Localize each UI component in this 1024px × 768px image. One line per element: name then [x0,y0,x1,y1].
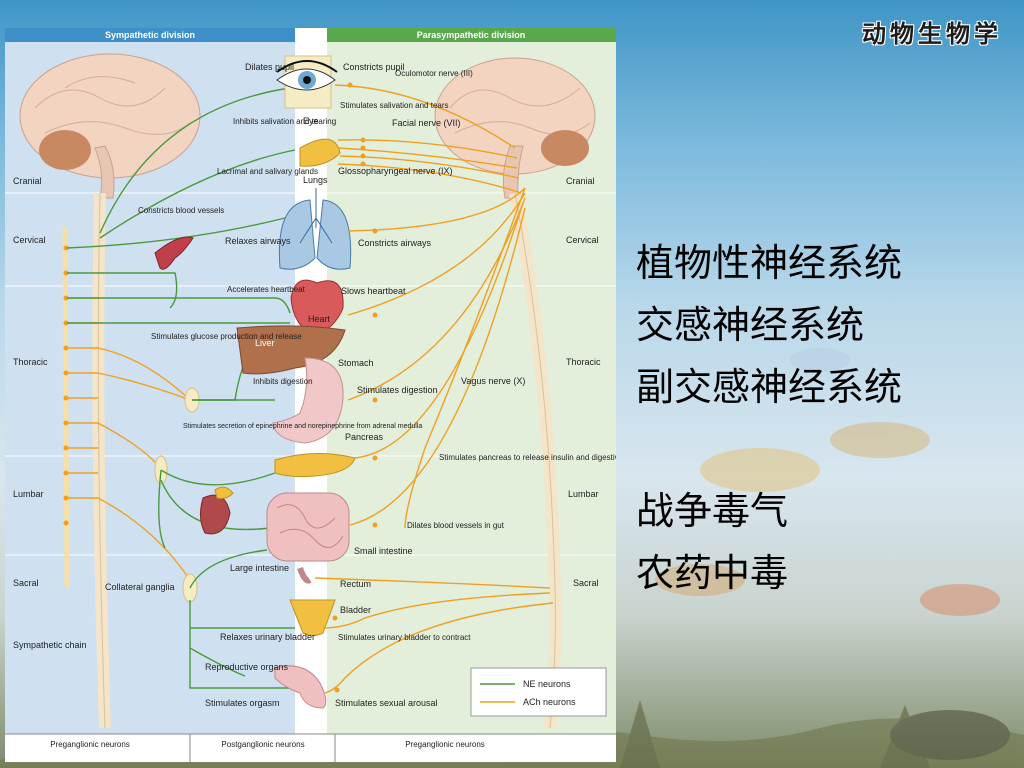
bullet-item: 副交感神经系统 [636,356,902,418]
region-label-cervical-right: Cervical [566,235,599,245]
legend: NE neurons ACh neurons [471,668,606,716]
label-oculomotor-nerve: Oculomotor nerve (III) [395,69,473,78]
region-label-cranial-right: Cranial [566,176,595,186]
region-label-lumbar-left: Lumbar [13,489,44,499]
label-glossopharyngeal-nerve: Glossopharyngeal nerve (IX) [338,166,453,176]
organ-label-small-intestine: Small intestine [354,546,413,556]
region-label-sacral-right: Sacral [573,578,599,588]
organ-label-bladder: Bladder [340,605,371,615]
sympathetic-chain [65,228,67,588]
label-dilates-gut-vessels: Dilates blood vessels in gut [407,521,505,530]
footer-preganglionic-left: Preganglionic neurons [50,740,130,749]
label-collateral-ganglia: Collateral ganglia [105,582,175,592]
organ-label-lungs: Lungs [303,175,328,185]
label-accelerates-heartbeat: Accelerates heartbeat [227,285,306,294]
label-sexual-arousal: Stimulates sexual arousal [335,698,438,708]
label-stimulates-salivation: Stimulates salivation and tears [340,101,449,110]
legend-ne-neurons: NE neurons [523,679,571,689]
organ-label-stomach: Stomach [338,358,374,368]
label-reproductive-organs: Reproductive organs [205,662,289,672]
organ-label-large-intestine: Large intestine [230,563,289,573]
label-inhibits-salivation: Inhibits salivation and tearing [233,117,336,126]
bullet-list: 植物性神经系统 交感神经系统 副交感神经系统 战争毒气 农药中毒 [636,232,902,604]
label-adrenal: Stimulates secretion of epinephrine and … [183,423,422,430]
footer-preganglionic-right: Preganglionic neurons [405,740,485,749]
parasympathetic-header-label: Parasympathetic division [417,30,526,40]
bullet-item: 交感神经系统 [636,294,902,356]
organ-label-pancreas: Pancreas [345,432,384,442]
label-stimulates-orgasm: Stimulates orgasm [205,698,280,708]
label-constricts-airways: Constricts airways [358,238,432,248]
bullet-spacer [636,418,902,480]
label-facial-nerve: Facial nerve (VII) [392,118,461,128]
organ-label-heart: Heart [308,314,331,324]
slide-title: 动物生物学 [862,14,1002,49]
label-stimulates-digestion: Stimulates digestion [357,385,438,395]
sympathetic-header-label: Sympathetic division [105,30,195,40]
region-label-cranial-left: Cranial [13,176,42,186]
bullet-item: 植物性神经系统 [636,232,902,294]
intestine-icon [267,493,349,561]
label-slows-heartbeat: Slows heartbeat [341,286,406,296]
label-stimulates-pancreas: Stimulates pancreas to release insulin a… [439,453,616,462]
label-vagus-nerve: Vagus nerve (X) [461,376,525,386]
label-bladder-contract: Stimulates urinary bladder to contract [338,633,471,642]
label-stimulates-glucose: Stimulates glucose production and releas… [151,332,302,341]
bullet-item: 战争毒气 [636,480,902,542]
label-sympathetic-chain: Sympathetic chain [13,640,87,650]
label-relaxes-bladder: Relaxes urinary bladder [220,632,315,642]
region-label-thoracic-right: Thoracic [566,357,601,367]
bullet-item: 农药中毒 [636,542,902,604]
legend-ach-neurons: ACh neurons [523,697,576,707]
region-label-cervical-left: Cervical [13,235,46,245]
footer-postganglionic: Postganglionic neurons [221,740,304,749]
label-inhibits-digestion: Inhibits digestion [253,377,313,386]
region-label-sacral-left: Sacral [13,578,39,588]
label-dilates-pupil: Dilates pupil [245,62,294,72]
label-relaxes-airways: Relaxes airways [225,236,291,246]
autonomic-nervous-system-figure: Sympathetic division Parasympathetic div… [5,28,616,762]
region-label-thoracic-left: Thoracic [13,357,48,367]
label-constricts-vessels: Constricts blood vessels [138,206,224,215]
region-label-lumbar-right: Lumbar [568,489,599,499]
label-lacrimal-glands: Lacrimal and salivary glands [217,167,318,176]
